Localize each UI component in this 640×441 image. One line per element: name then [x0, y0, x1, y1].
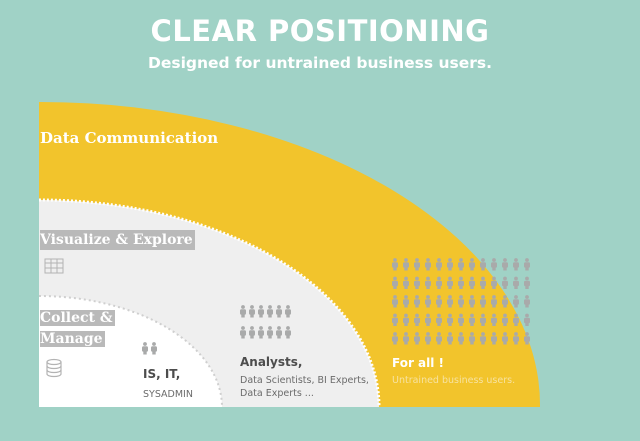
person-icon — [502, 332, 508, 345]
person-icon — [502, 258, 508, 271]
person-icon — [285, 305, 291, 318]
person-icon — [392, 295, 398, 308]
person-icon — [240, 305, 246, 318]
person-icon — [513, 276, 519, 289]
person-icon — [447, 332, 453, 345]
person-icon — [425, 258, 431, 271]
person-icon — [458, 295, 464, 308]
person-icon — [513, 295, 519, 308]
person-icon — [491, 332, 497, 345]
database-icon — [46, 358, 62, 378]
person-icon — [524, 313, 530, 326]
person-icon — [276, 326, 282, 339]
person-icon — [491, 295, 497, 308]
person-icon — [480, 332, 486, 345]
person-icon — [414, 258, 420, 271]
person-icon — [425, 276, 431, 289]
person-icon — [480, 276, 486, 289]
person-icon — [425, 332, 431, 345]
person-icon — [414, 276, 420, 289]
person-icon — [392, 313, 398, 326]
person-icon — [258, 326, 264, 339]
zone-collect-border — [38, 295, 223, 408]
person-icon — [392, 276, 398, 289]
person-icon — [524, 332, 530, 345]
person-icon — [480, 313, 486, 326]
person-icon — [491, 258, 497, 271]
person-icon — [249, 326, 255, 339]
person-icon — [447, 313, 453, 326]
people-group-it — [142, 342, 157, 355]
person-icon — [513, 313, 519, 326]
person-icon — [403, 276, 409, 289]
page-title: CLEAR POSITIONING — [150, 14, 490, 48]
people-group-analysts — [240, 305, 291, 339]
person-icon — [491, 313, 497, 326]
audience-desc-it: SYSADMIN — [143, 389, 193, 400]
person-icon — [524, 276, 530, 289]
person-icon — [392, 258, 398, 271]
page-subtitle: Designed for untrained business users. — [147, 54, 492, 72]
audience-desc-analysts: Data Scientists, BI Experts, Data Expert… — [240, 375, 369, 399]
person-icon — [502, 276, 508, 289]
person-icon — [491, 276, 497, 289]
person-icon — [276, 305, 282, 318]
person-icon — [436, 332, 442, 345]
audience-title-analysts: Analysts, — [240, 355, 303, 369]
person-icon — [436, 295, 442, 308]
person-icon — [447, 295, 453, 308]
person-icon — [480, 295, 486, 308]
person-icon — [425, 313, 431, 326]
person-icon — [414, 332, 420, 345]
person-icon — [285, 326, 291, 339]
person-icon — [458, 276, 464, 289]
zone-label-data-communication: Data Communication — [40, 129, 219, 147]
person-icon — [513, 332, 519, 345]
person-icon — [469, 276, 475, 289]
person-icon — [480, 258, 486, 271]
person-icon — [469, 258, 475, 271]
people-group-all — [392, 258, 530, 345]
zone-label-visualize-explore: Visualize & Explore — [40, 230, 195, 250]
person-icon — [267, 305, 273, 318]
person-icon — [458, 332, 464, 345]
person-icon — [392, 332, 398, 345]
person-icon — [414, 313, 420, 326]
person-icon — [502, 313, 508, 326]
person-icon — [436, 313, 442, 326]
person-icon — [469, 295, 475, 308]
table-grid-icon — [44, 258, 64, 274]
person-icon — [524, 295, 530, 308]
person-icon — [425, 295, 431, 308]
person-icon — [403, 313, 409, 326]
person-icon — [436, 276, 442, 289]
zone-label-collect-line2: Manage — [40, 331, 105, 347]
person-icon — [458, 313, 464, 326]
person-icon — [436, 258, 442, 271]
person-icon — [458, 258, 464, 271]
zone-label-collect-line1: Collect & — [40, 310, 115, 326]
person-icon — [258, 305, 264, 318]
audience-title-all: For all ! — [392, 356, 445, 370]
person-icon — [249, 305, 255, 318]
person-icon — [414, 295, 420, 308]
person-icon — [469, 332, 475, 345]
person-icon — [513, 258, 519, 271]
person-icon — [142, 342, 148, 355]
person-icon — [447, 258, 453, 271]
person-icon — [502, 295, 508, 308]
audience-title-it: IS, IT, — [143, 367, 181, 381]
person-icon — [240, 326, 246, 339]
person-icon — [151, 342, 157, 355]
person-icon — [524, 258, 530, 271]
person-icon — [403, 258, 409, 271]
person-icon — [447, 276, 453, 289]
audience-desc-all: Untrained business users. — [392, 375, 516, 386]
person-icon — [267, 326, 273, 339]
zone-label-collect-manage: Collect & Manage — [40, 308, 115, 350]
person-icon — [403, 332, 409, 345]
person-icon — [469, 313, 475, 326]
person-icon — [403, 295, 409, 308]
